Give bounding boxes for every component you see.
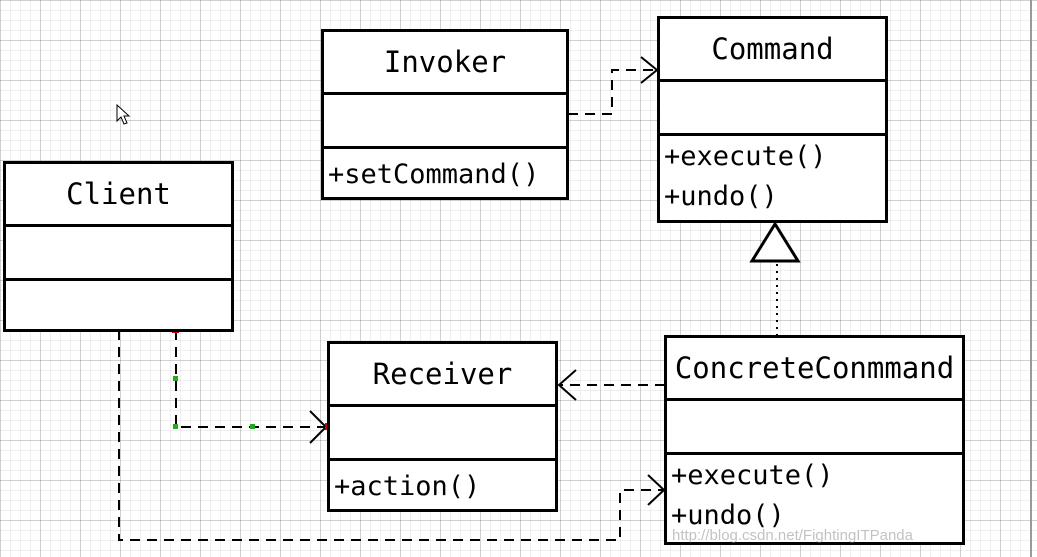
client-receiver-dependency[interactable] xyxy=(172,326,332,444)
realization-arrowhead xyxy=(749,221,801,263)
command-class-name: Command xyxy=(660,19,885,82)
operation: +execute() xyxy=(671,460,834,491)
waypoint-handle[interactable] xyxy=(173,424,178,429)
invoker-class[interactable]: Invoker +setCommand() xyxy=(321,29,569,200)
receiver-class[interactable]: Receiver +action() xyxy=(327,341,558,512)
client-operations[interactable] xyxy=(6,281,231,329)
receiver-attributes[interactable] xyxy=(330,407,555,461)
concrete-command-class-name: ConcreteConmmand xyxy=(667,338,962,401)
command-attributes[interactable] xyxy=(660,82,885,136)
command-operations[interactable]: +execute() +undo() xyxy=(660,136,885,220)
command-class[interactable]: Command +execute() +undo() xyxy=(657,16,888,223)
invoker-attributes[interactable] xyxy=(324,95,566,149)
operation: +undo() xyxy=(671,500,785,531)
operation: +action() xyxy=(334,471,481,502)
waypoint-handle[interactable] xyxy=(173,376,178,381)
concrete-command-realization[interactable] xyxy=(749,221,801,336)
concrete-command-operations[interactable]: +execute() +undo() xyxy=(667,455,962,542)
receiver-operations[interactable]: +action() xyxy=(330,461,555,509)
invoker-operations[interactable]: +setCommand() xyxy=(324,149,566,197)
watermark: http://blog.csdn.net/FightingITPanda xyxy=(672,527,913,544)
invoker-command-dependency[interactable] xyxy=(568,56,659,115)
client-attributes[interactable] xyxy=(6,227,231,281)
invoker-class-name: Invoker xyxy=(324,32,566,95)
client-class[interactable]: Client xyxy=(3,161,234,332)
concrete-receiver-dependency[interactable] xyxy=(557,369,665,401)
operation: +execute() xyxy=(664,141,827,172)
concrete-command-attributes[interactable] xyxy=(667,401,962,455)
operation: +setCommand() xyxy=(328,159,540,190)
client-class-name: Client xyxy=(6,164,231,227)
window-edge xyxy=(1030,0,1032,557)
concrete-command-class[interactable]: ConcreteConmmand +execute() +undo() xyxy=(664,335,965,545)
receiver-class-name: Receiver xyxy=(330,344,555,407)
waypoint-handle[interactable] xyxy=(250,424,255,429)
operation: +undo() xyxy=(664,181,778,212)
mouse-pointer-icon xyxy=(116,104,131,125)
